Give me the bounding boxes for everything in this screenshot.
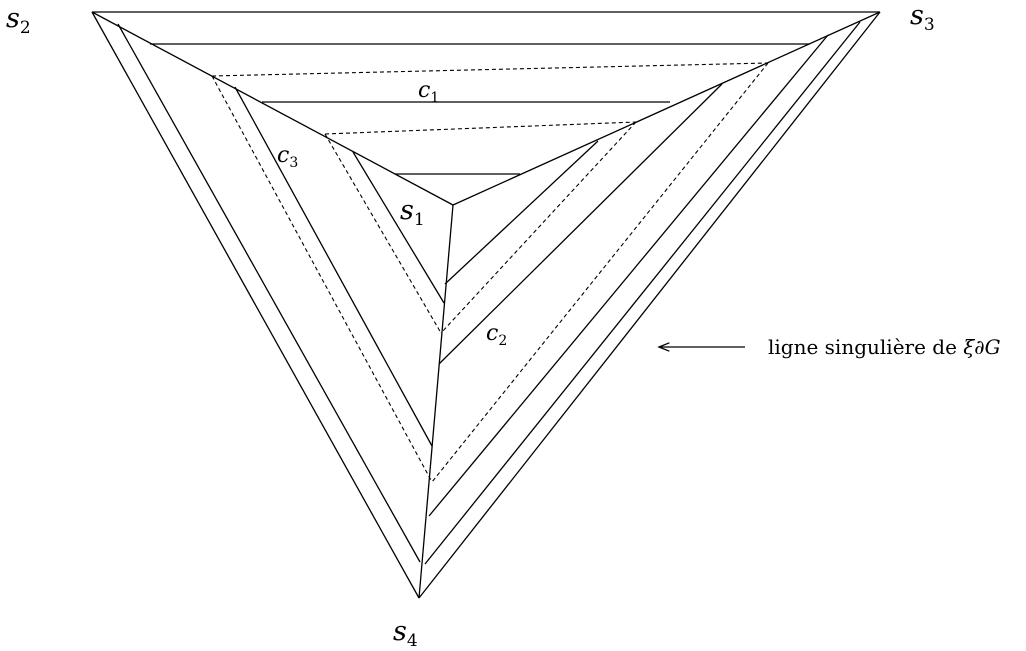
vertex-label-s2: s2 [6, 3, 31, 38]
right-sector-lines [424, 21, 861, 565]
curve-c1 [211, 62, 769, 135]
vertex-label-s4: s4 [393, 616, 418, 651]
vertex-label-s3: s3 [910, 0, 935, 35]
top-sector-lines [150, 43, 810, 175]
central-folds [91, 11, 881, 599]
outer-triangle [91, 11, 881, 599]
left-sector-lines [117, 23, 445, 563]
curve-label-c3: c3 [277, 143, 298, 171]
curve-c3 [211, 75, 442, 483]
vertex-label-s1: s1 [400, 195, 425, 230]
curve-label-c2: c2 [486, 321, 507, 349]
curve-c2 [431, 62, 769, 483]
singular-line-annotation: ligne singulière de ξ∂G [768, 335, 1001, 359]
curve-label-c1: c1 [418, 78, 439, 106]
